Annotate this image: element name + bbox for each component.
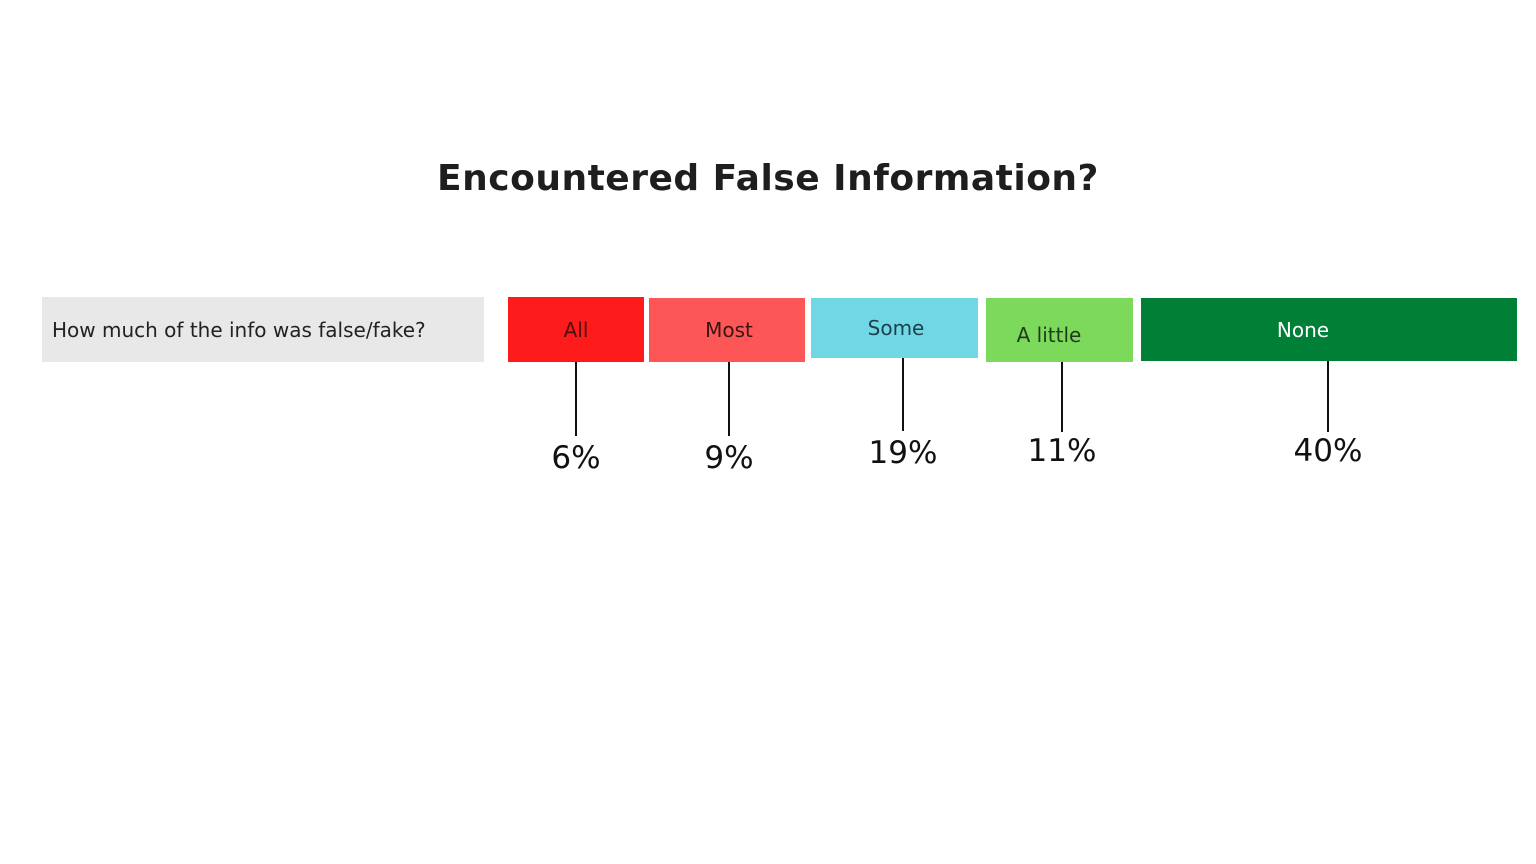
chart-title: Encountered False Information?	[437, 158, 1099, 199]
leader-line	[575, 362, 577, 436]
leader-line	[902, 358, 904, 431]
bar-label: All	[563, 317, 589, 342]
value-label: 6%	[551, 440, 601, 476]
bar-label: A little	[1016, 323, 1082, 347]
leader-line	[1327, 361, 1329, 432]
value-label: 40%	[1293, 433, 1363, 469]
bar-segment-a-little	[986, 298, 1133, 362]
bar-segment-some	[811, 298, 978, 358]
bar-label: None	[1276, 317, 1330, 342]
value-label: 9%	[704, 440, 754, 476]
leader-line	[728, 362, 730, 436]
leader-line	[1061, 362, 1063, 432]
bar-label: Most	[705, 318, 753, 342]
bar-segment-none	[1141, 298, 1517, 361]
question-label: How much of the info was false/fake?	[42, 297, 484, 362]
bar-label: Some	[867, 316, 925, 340]
bar-segment-most	[649, 298, 805, 362]
value-label: 11%	[1027, 433, 1097, 469]
value-label: 19%	[868, 435, 938, 471]
bar-segment-all	[508, 297, 644, 362]
